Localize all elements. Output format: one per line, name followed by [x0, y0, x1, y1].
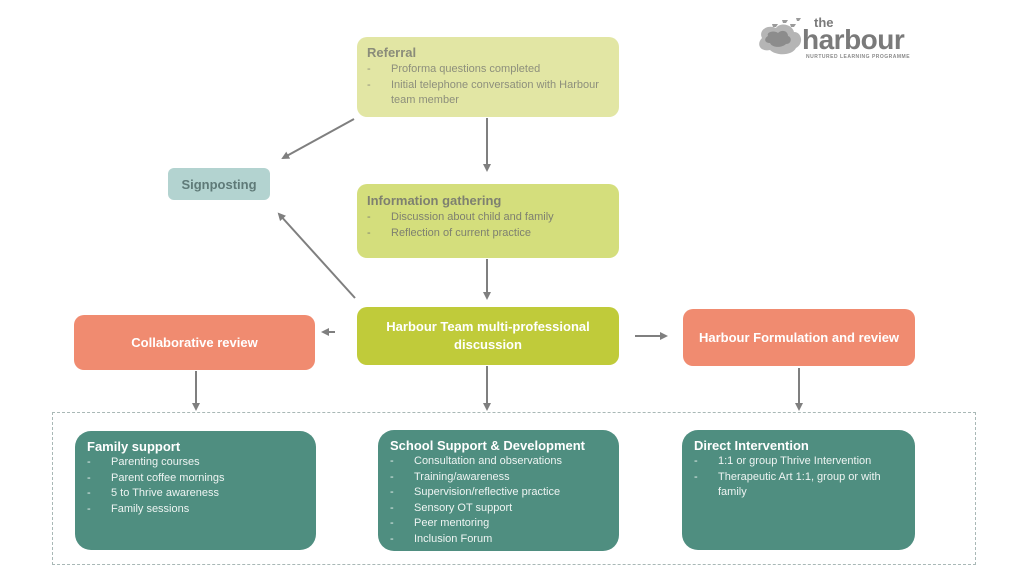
- list-item: Supervision/reflective practice: [390, 485, 607, 501]
- logo-the: the: [814, 15, 834, 30]
- node-school-support: School Support & Development Consultatio…: [378, 430, 619, 551]
- list-item: Family sessions: [87, 502, 304, 518]
- list-item: Reflection of current practice: [367, 226, 609, 242]
- node-direct-intervention: Direct Intervention 1:1 or group Thrive …: [682, 430, 915, 550]
- logo-tagline: NURTURED LEARNING PROGRAMME: [806, 54, 911, 60]
- list-item: Consultation and observations: [390, 454, 607, 470]
- node-information-gathering: Information gathering Discussion about c…: [357, 184, 619, 258]
- school-support-title: School Support & Development: [390, 438, 586, 453]
- list-item: Training/awareness: [390, 470, 607, 486]
- referral-items: Proforma questions completed Initial tel…: [367, 62, 609, 109]
- referral-title: Referral: [367, 45, 417, 60]
- node-harbour-team-discussion: Harbour Team multi-professional discussi…: [357, 307, 619, 365]
- boats-cloud-icon: [759, 18, 802, 55]
- node-referral: Referral Proforma questions completed In…: [357, 37, 619, 117]
- information-items: Discussion about child and family Reflec…: [367, 210, 609, 241]
- node-family-support: Family support Parenting courses Parent …: [75, 431, 316, 550]
- list-item: Parenting courses: [87, 455, 304, 471]
- list-item: Discussion about child and family: [367, 210, 609, 226]
- services-container: [52, 412, 976, 565]
- family-support-items: Parenting courses Parent coffee mornings…: [87, 455, 304, 517]
- list-item: Proforma questions completed: [367, 62, 609, 78]
- logo-harbour: harbour: [802, 24, 905, 55]
- list-item: 1:1 or group Thrive Intervention: [694, 454, 903, 470]
- list-item: Inclusion Forum: [390, 532, 607, 548]
- family-support-title: Family support: [87, 439, 181, 454]
- direct-intervention-items: 1:1 or group Thrive Intervention Therape…: [694, 454, 903, 501]
- harbour-logo: the harbour NURTURED LEARNING PROGRAMME: [756, 14, 916, 64]
- list-item: Parent coffee mornings: [87, 471, 304, 487]
- list-item: Therapeutic Art 1:1, group or with famil…: [694, 470, 903, 501]
- arrow-team-to-signposting: [277, 212, 356, 299]
- information-title: Information gathering: [367, 193, 502, 208]
- list-item: Sensory OT support: [390, 501, 607, 517]
- arrow-referral-to-signposting: [281, 118, 355, 159]
- list-item: Initial telephone conversation with Harb…: [367, 78, 609, 109]
- node-signposting: Signposting: [168, 168, 270, 200]
- list-item: 5 to Thrive awareness: [87, 486, 304, 502]
- direct-intervention-title: Direct Intervention: [694, 438, 809, 453]
- list-item: Peer mentoring: [390, 516, 607, 532]
- node-harbour-formulation: Harbour Formulation and review: [683, 309, 915, 366]
- node-collaborative-review: Collaborative review: [74, 315, 315, 370]
- school-support-items: Consultation and observations Training/a…: [390, 454, 607, 547]
